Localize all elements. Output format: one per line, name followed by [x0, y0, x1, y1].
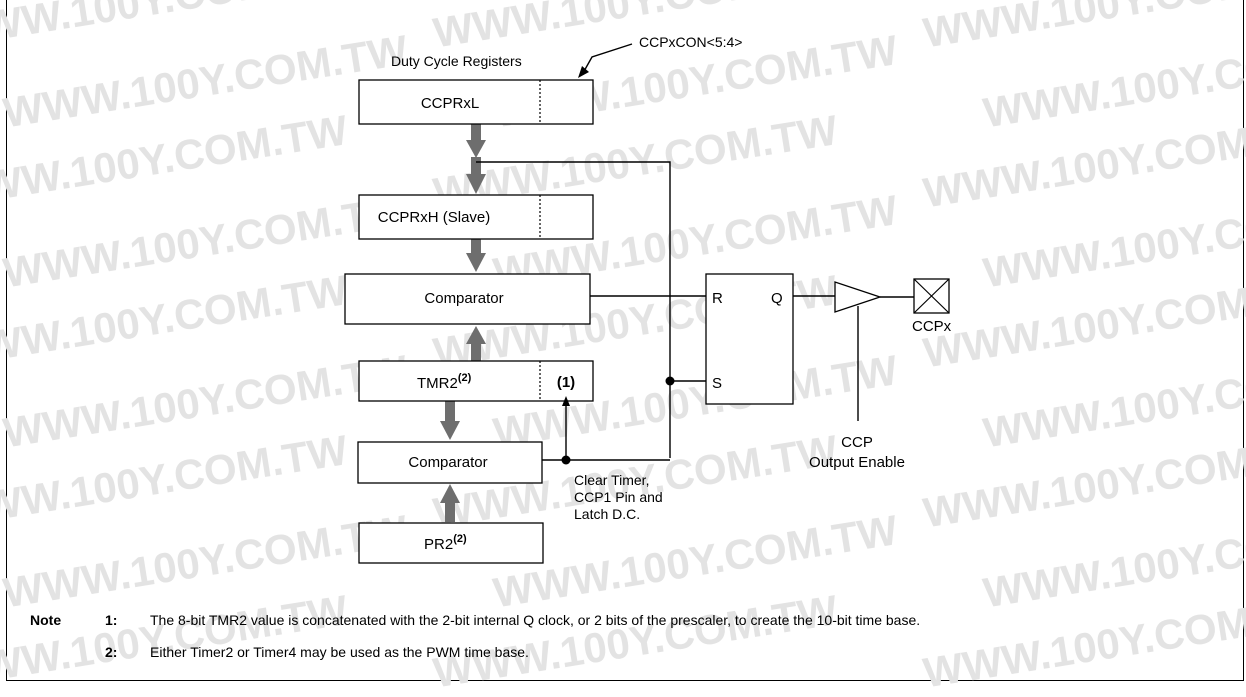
ccprxl-label: CCPRxL: [421, 95, 479, 112]
output-buffer: [834, 281, 883, 313]
pr2-block: [358, 522, 544, 564]
wire-clear-to-tmr2-head: [562, 396, 570, 406]
ccpx-pin-x2: [913, 278, 950, 314]
ff-s-label: S: [712, 375, 722, 392]
bus-arrow-ccprxh-head: [466, 253, 486, 272]
ccpxcon-label: CCPxCON<5:4>: [639, 34, 742, 50]
ff-r-label: R: [712, 290, 723, 307]
note-1-num-text: 1:: [105, 612, 118, 628]
ccp-enable-line2: Output Enable: [809, 454, 905, 471]
comparator-bottom-label: Comparator: [408, 454, 487, 471]
pr2-label: PR2(2): [424, 533, 467, 553]
ff-q-label: Q: [771, 290, 783, 307]
bus-arrow-tmr2-up-head: [466, 326, 486, 344]
ccprxh-block: [358, 194, 594, 240]
note-1-num: 1:: [105, 612, 117, 628]
pr2-label-base: PR2: [424, 536, 453, 553]
note-1-text: The 8-bit TMR2 value is concatenated wit…: [150, 612, 921, 628]
figure-frame: [6, 0, 1244, 681]
tmr2-label-sup: (2): [458, 372, 472, 384]
comparator-bottom-block: [357, 441, 543, 484]
note-header: Note: [30, 612, 61, 628]
duty-cycle-label: Duty Cycle Registers: [391, 53, 522, 69]
clear-line2: CCP1 Pin and: [574, 489, 663, 505]
bus-arrow-tmr2-up-shaft: [471, 343, 481, 361]
ccprxl-block: [358, 79, 594, 125]
tmr2-block: [358, 360, 594, 402]
pr2-label-sup: (2): [453, 533, 467, 545]
bus-arrow-ccprxh-shaft: [471, 239, 481, 254]
ccpxcon-pointer: [582, 43, 633, 74]
tmr2-label: TMR2(2): [417, 372, 472, 392]
comparator-top-block: [344, 273, 591, 325]
pwm-block-diagram: CCPRxL CCPRxH (Slave) Comparator TMR2(2)…: [344, 34, 952, 564]
bus-arrows: [440, 124, 486, 522]
comparator-top-label: Comparator: [424, 290, 503, 307]
bus-arrow-ccprxl-shaft2: [471, 157, 481, 175]
bus-arrow-pr2-up-shaft: [445, 502, 455, 522]
bus-arrow-tmr2-down-head: [440, 421, 460, 440]
ccprxh-label: CCPRxH (Slave): [378, 209, 491, 226]
pin-label: CCPx: [912, 318, 952, 335]
rs-flip-flop: [705, 273, 794, 405]
note-2-num: 2:: [105, 644, 117, 660]
clear-line1: Clear Timer,: [574, 472, 649, 488]
bus-arrow-ccprxl-shaft: [471, 124, 481, 140]
note-2-num-text: 2:: [105, 644, 118, 660]
bus-arrow-ccprxl-head2: [466, 174, 486, 194]
bus-arrow-ccprxl-head1: [466, 140, 486, 158]
ccpxcon-pointer-head: [578, 66, 589, 78]
wire-reset-loop: [476, 161, 671, 458]
clear-line3: Latch D.C.: [574, 506, 640, 522]
bus-arrow-pr2-up-head: [440, 484, 460, 503]
bus-arrow-tmr2-down-shaft: [445, 400, 455, 422]
ccp-enable-line1: CCP: [841, 434, 873, 451]
tmr2-ref-label: (1): [557, 374, 575, 391]
note-2-text: Either Timer2 or Timer4 may be used as t…: [150, 644, 529, 660]
note-header-text: Note: [30, 612, 62, 628]
tmr2-label-base: TMR2: [417, 375, 458, 392]
